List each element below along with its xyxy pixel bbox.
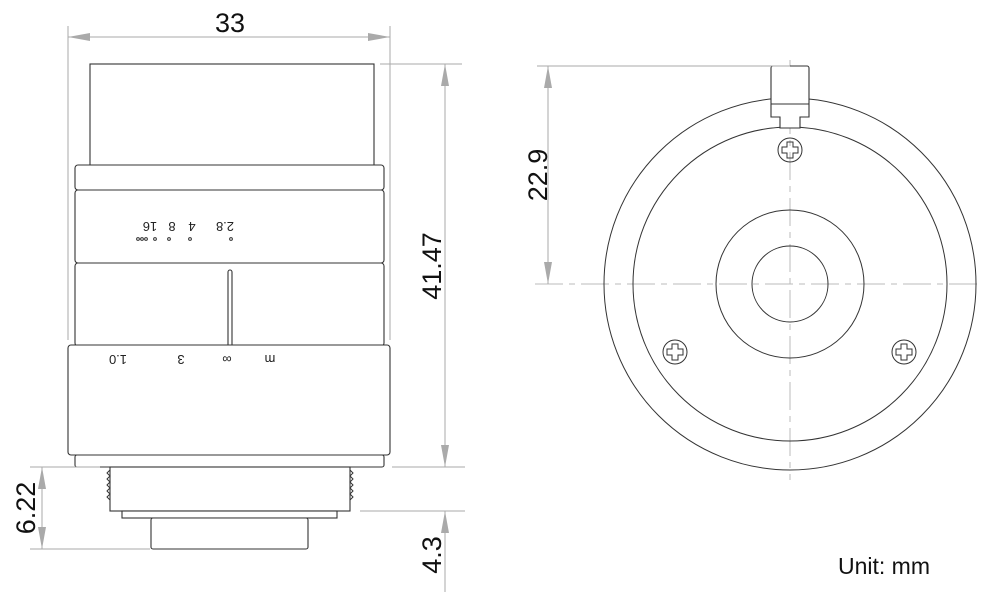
side-view: 2.8 4 8 16 1.0 3 ∞ m 33 41.47 4.3 xyxy=(11,8,465,592)
unit-label: Unit: mm xyxy=(838,553,930,579)
rear-ring xyxy=(74,454,385,468)
dimension-mount: 6.22 xyxy=(11,466,150,550)
aperture-mark: 8 xyxy=(168,219,175,234)
front-view: 22.9 xyxy=(523,60,980,480)
rear-barrel xyxy=(150,517,309,550)
screw-icon xyxy=(777,137,803,163)
focus-mark: 1.0 xyxy=(109,352,127,367)
dimension-width-label: 33 xyxy=(215,8,245,38)
c-mount-thread xyxy=(109,466,351,512)
aperture-dots xyxy=(136,237,233,241)
dimension-width: 33 xyxy=(67,8,391,340)
dimension-flange-label: 4.3 xyxy=(417,536,447,574)
mount-flange xyxy=(121,510,338,519)
focus-mark: ∞ xyxy=(222,352,231,367)
aperture-mark: 4 xyxy=(188,219,195,234)
focus-mark: m xyxy=(265,352,276,367)
lens-aperture xyxy=(751,245,829,323)
locking-tab-base xyxy=(770,103,810,129)
front-element-ring xyxy=(715,209,865,359)
dimension-front-radius-label: 22.9 xyxy=(523,149,553,202)
aperture-scale: 2.8 4 8 16 xyxy=(136,219,234,241)
screw-icon xyxy=(662,339,688,365)
index-line xyxy=(227,269,233,348)
aperture-mark: 2.8 xyxy=(216,219,234,234)
dimension-mount-label: 6.22 xyxy=(11,482,41,535)
locking-tab xyxy=(770,65,810,106)
thread-teeth xyxy=(106,469,354,501)
lens-hood-section xyxy=(89,63,375,167)
dimension-front-radius: 22.9 xyxy=(523,65,790,284)
screw-icon xyxy=(891,339,917,365)
dimension-height: 41.47 4.3 xyxy=(360,63,465,592)
focus-scale: 1.0 3 ∞ m xyxy=(109,352,275,367)
front-ring xyxy=(74,164,385,191)
focus-mark: 3 xyxy=(177,352,184,367)
dimension-height-label: 41.47 xyxy=(417,232,447,300)
aperture-mark: 16 xyxy=(143,219,157,234)
